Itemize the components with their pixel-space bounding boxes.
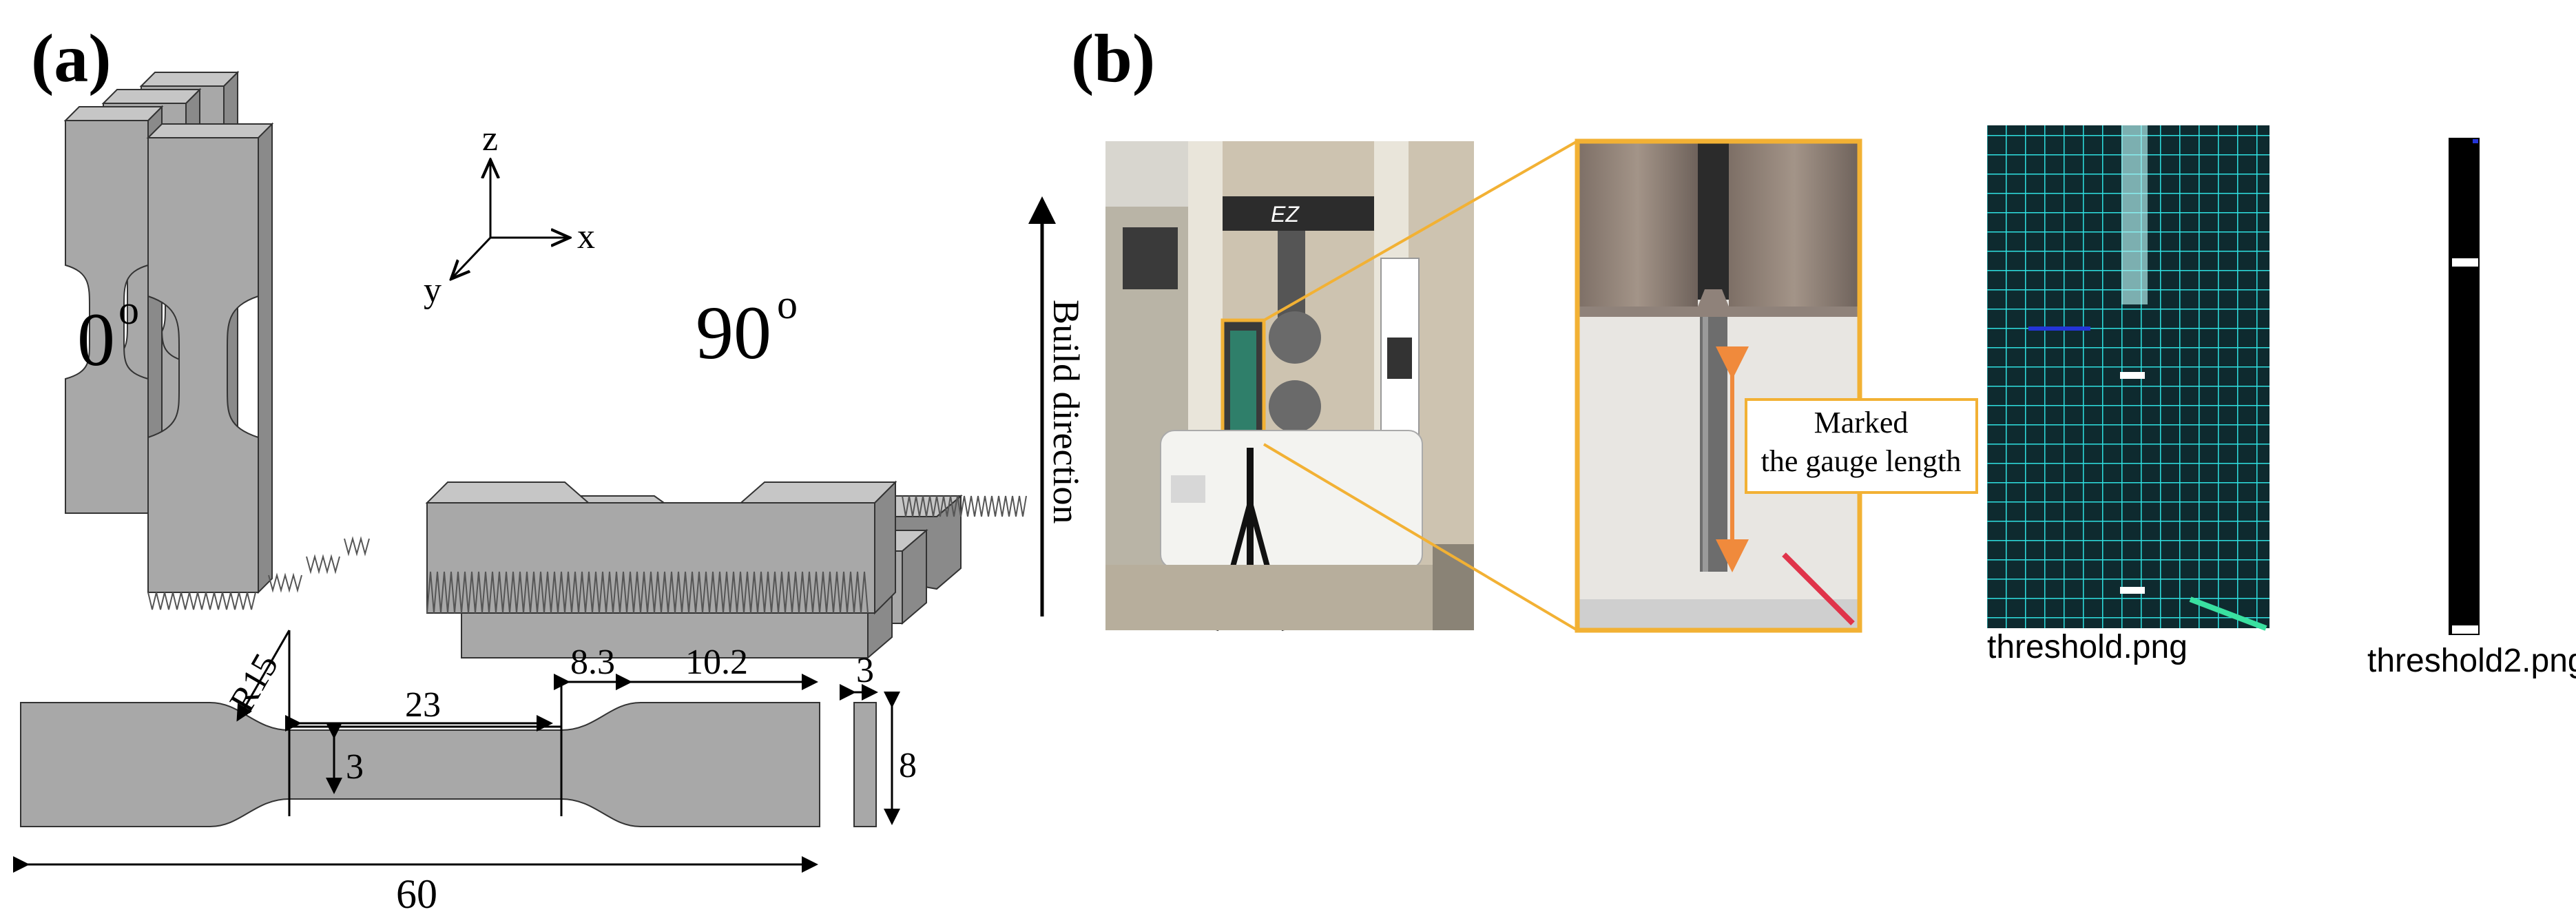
panel-b-label: (b) bbox=[1071, 20, 1155, 96]
test-machine-photo: EZ bbox=[1105, 141, 1474, 632]
zoom-line-bottom bbox=[1263, 443, 1579, 632]
threshold-image bbox=[1987, 125, 2269, 631]
orientation-90-degree: o bbox=[777, 282, 798, 327]
dim-thickness-label: 3 bbox=[856, 651, 874, 690]
support-structure-0 bbox=[147, 536, 370, 610]
orientation-0-label: 0 bbox=[77, 298, 115, 382]
specimen-outline bbox=[20, 702, 820, 827]
dim-grip-length-label: 10.2 bbox=[685, 643, 748, 682]
y-axis bbox=[451, 236, 492, 279]
threshold2-caption: threshold2.png bbox=[2367, 643, 2576, 679]
panel-a-label: (a) bbox=[31, 20, 112, 96]
dim-total-length-label: 60 bbox=[396, 871, 437, 917]
build-direction-label: Build direction bbox=[1046, 300, 1087, 523]
specimen-0-front bbox=[146, 122, 274, 594]
dim-gauge-length-label: 23 bbox=[405, 685, 441, 725]
machine-brand: EZ bbox=[1271, 202, 1300, 227]
specimens-90-degree bbox=[425, 480, 1027, 660]
specimens-0-degree bbox=[63, 70, 370, 610]
specimen-drawing: R15 23 8.3 10.2 3 3 8 60 bbox=[13, 630, 917, 917]
axis-z-label: z bbox=[482, 119, 498, 158]
dim-gauge-width-label: 3 bbox=[346, 747, 364, 787]
threshold-caption: threshold.png bbox=[1987, 629, 2188, 665]
threshold2-image bbox=[2449, 138, 2480, 635]
axis-y-label: y bbox=[424, 271, 442, 310]
orientation-90-label: 90 bbox=[696, 291, 771, 375]
zoomed-specimen-photo bbox=[1577, 141, 1860, 630]
support-structure-90 bbox=[426, 495, 1027, 614]
marked-gauge-label-box bbox=[1745, 398, 1978, 494]
zoom-line-top bbox=[1263, 140, 1578, 322]
axis-x-label: x bbox=[577, 217, 595, 256]
marked-gauge-line2: the gauge length bbox=[1761, 444, 1962, 478]
dim-grip-width-label: 8 bbox=[899, 746, 917, 785]
marked-gauge-line1: Marked bbox=[1814, 406, 1909, 439]
coordinate-axes bbox=[451, 160, 570, 279]
dim-fillet-length-label: 8.3 bbox=[570, 643, 615, 682]
zoom-frame bbox=[1575, 138, 1862, 633]
specimen-side-view bbox=[853, 702, 877, 827]
orientation-0-degree: o bbox=[118, 287, 139, 333]
